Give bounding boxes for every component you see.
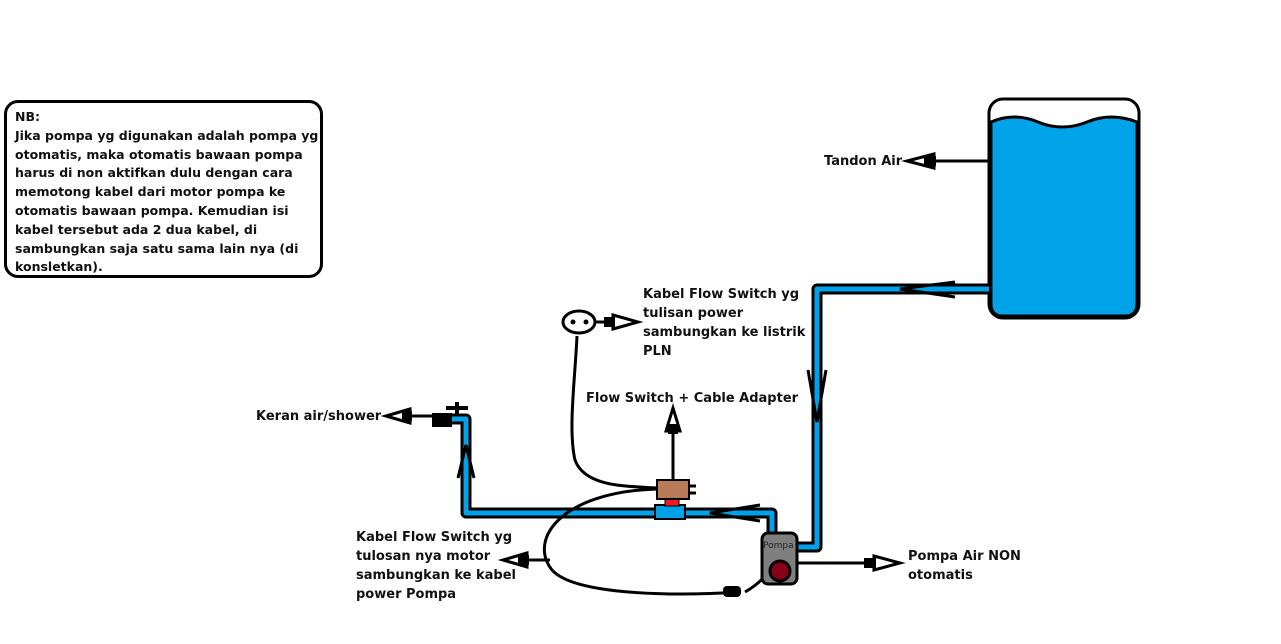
label-flow-switch: Flow Switch + Cable Adapter — [586, 391, 799, 406]
label-line: Pompa Air NON — [908, 549, 1021, 564]
note-line: otomatis, maka otomatis bawaan pompa — [15, 146, 303, 162]
note-line: sambungkan saja satu sama lain nya (di — [15, 240, 299, 256]
note-line: NB: — [15, 109, 40, 124]
label-line: Kabel Flow Switch yg — [643, 287, 800, 302]
label-cable-power: Kabel Flow Switch yg tulisan power sambu… — [643, 285, 805, 361]
note-line: Jika pompa yg digunakan adalah pompa yg — [15, 127, 319, 143]
pipe-tank-to-pump — [797, 283, 989, 553]
flow-arrow-icon — [456, 280, 956, 523]
note-line: konsletkan). — [15, 259, 103, 275]
tap-icon — [432, 402, 468, 427]
label-line: Kabel Flow Switch yg — [356, 530, 513, 545]
label-line: tulosan nya motor — [356, 549, 491, 564]
pump — [760, 531, 799, 586]
label-line: tulisan power — [643, 306, 744, 321]
arrow-icon — [380, 152, 989, 572]
note-line: otomatis bawaan pompa. Kemudian isi — [15, 202, 289, 218]
label-line: power Pompa — [356, 587, 457, 602]
plug-icon — [561, 309, 597, 335]
water-wave-icon — [989, 115, 1139, 318]
note-line: kabel tersebut ada 2 dua kabel, di — [15, 221, 258, 237]
label-pump: Pompa Air NON otomatis — [908, 547, 1021, 585]
pump-body-label: Pompa — [763, 541, 794, 551]
label-line: sambungkan ke kabel — [356, 568, 517, 583]
label-line: otomatis — [908, 568, 973, 583]
cable-connector — [723, 586, 741, 597]
label-line: sambungkan ke listrik — [643, 325, 806, 340]
label-cable-motor: Kabel Flow Switch yg tulosan nya motor s… — [356, 528, 516, 604]
note-line: memotong kabel dari motor pompa ke — [15, 184, 286, 200]
note-line: harus di non aktifkan dulu dengan cara — [15, 165, 293, 181]
water-tank — [987, 97, 1141, 320]
note-box: NB: Jika pompa yg digunakan adalah pompa… — [4, 100, 323, 278]
pipe-pump-to-tap — [438, 413, 778, 535]
power-cable — [570, 335, 658, 490]
label-keran: Keran air/shower — [256, 409, 382, 424]
label-tandon-air: Tandon Air — [824, 154, 903, 169]
label-line: PLN — [643, 344, 672, 359]
